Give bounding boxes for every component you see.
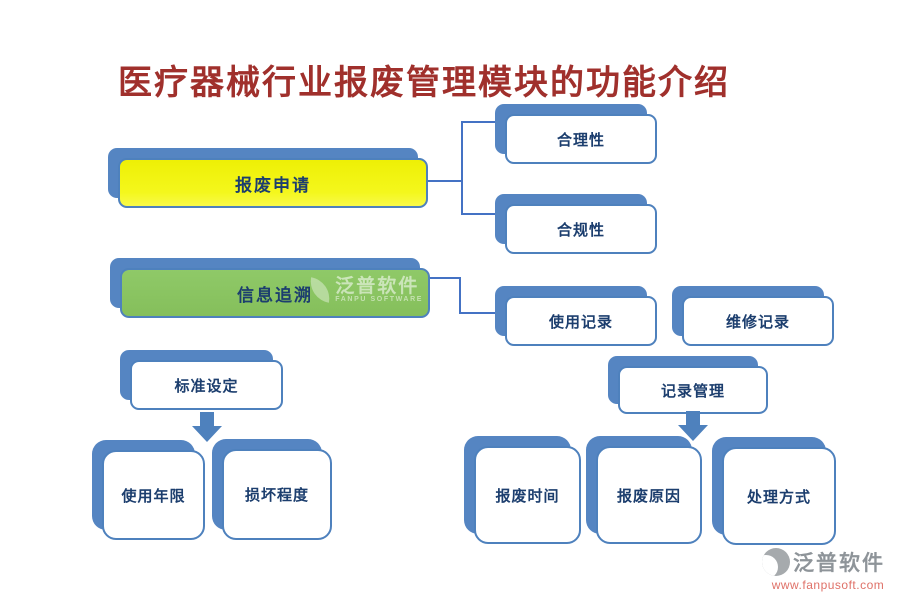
node-record-management: 记录管理 [608,356,768,414]
node-label: 信息追溯 [237,285,313,305]
node-label: 处理方式 [746,489,811,506]
node-rationality: 合理性 [495,104,657,164]
node-info-trace: 信息追溯 泛普软件 FANPU SOFTWARE [110,258,430,318]
fanpu-logo-icon [762,548,790,576]
node-label: 报废时间 [495,488,560,505]
connector-line [428,180,463,182]
page-title: 医疗器械行业报废管理模块的功能介绍 [118,65,730,102]
node-service-life: 使用年限 [92,440,205,540]
node-face: 记录管理 [618,366,768,414]
node-face: 标准设定 [130,360,283,410]
connector-line [459,277,461,314]
footer-watermark: 泛普软件 www.fanpusoft.com [762,547,894,592]
node-label: 标准设定 [174,378,239,395]
node-face: 处理方式 [722,447,836,545]
watermark-subtitle: FANPU SOFTWARE [335,296,423,303]
down-arrow-icon [200,412,214,426]
watermark-brand: 泛普软件 [793,551,885,575]
node-face: 合规性 [505,204,657,254]
node-label: 记录管理 [660,383,725,400]
node-scrap-request: 报废申请 [108,148,428,208]
node-usage-record: 使用记录 [495,286,657,346]
connector-line [461,121,496,123]
node-face: 信息追溯 泛普软件 FANPU SOFTWARE [120,268,430,318]
node-label: 报废原因 [616,488,681,505]
node-face: 报废时间 [474,446,581,544]
watermark-brand: 泛普软件 [335,276,420,297]
node-face: 报废申请 [118,158,428,208]
node-face: 损坏程度 [222,449,332,540]
node-label: 合规性 [556,222,605,239]
node-face: 合理性 [505,114,657,164]
watermark-url: www.fanpusoft.com [771,578,885,592]
down-arrow-icon [192,426,222,442]
node-face: 报废原因 [596,446,702,544]
node-face: 使用记录 [505,296,657,346]
connector-line [461,213,496,215]
down-arrow-icon [678,425,708,441]
inline-watermark: 泛普软件 FANPU SOFTWARE [307,276,423,303]
node-scrap-reason: 报废原因 [586,436,702,544]
node-scrap-time: 报废时间 [464,436,581,544]
node-compliance: 合规性 [495,194,657,254]
node-maintenance-record: 维修记录 [672,286,834,346]
node-face: 使用年限 [102,450,205,540]
node-standard-setting: 标准设定 [120,350,283,410]
connector-line [430,277,461,279]
node-label: 使用记录 [548,314,613,331]
connector-line [459,312,496,314]
node-label: 报废申请 [235,175,311,195]
connector-line [461,121,463,215]
node-face: 维修记录 [682,296,834,346]
down-arrow-icon [686,411,700,425]
node-label: 合理性 [556,132,605,149]
node-label: 使用年限 [121,488,186,505]
node-damage-degree: 损坏程度 [212,439,332,540]
node-handling-method: 处理方式 [712,437,836,545]
node-label: 损坏程度 [244,488,309,504]
node-label: 维修记录 [725,314,790,331]
